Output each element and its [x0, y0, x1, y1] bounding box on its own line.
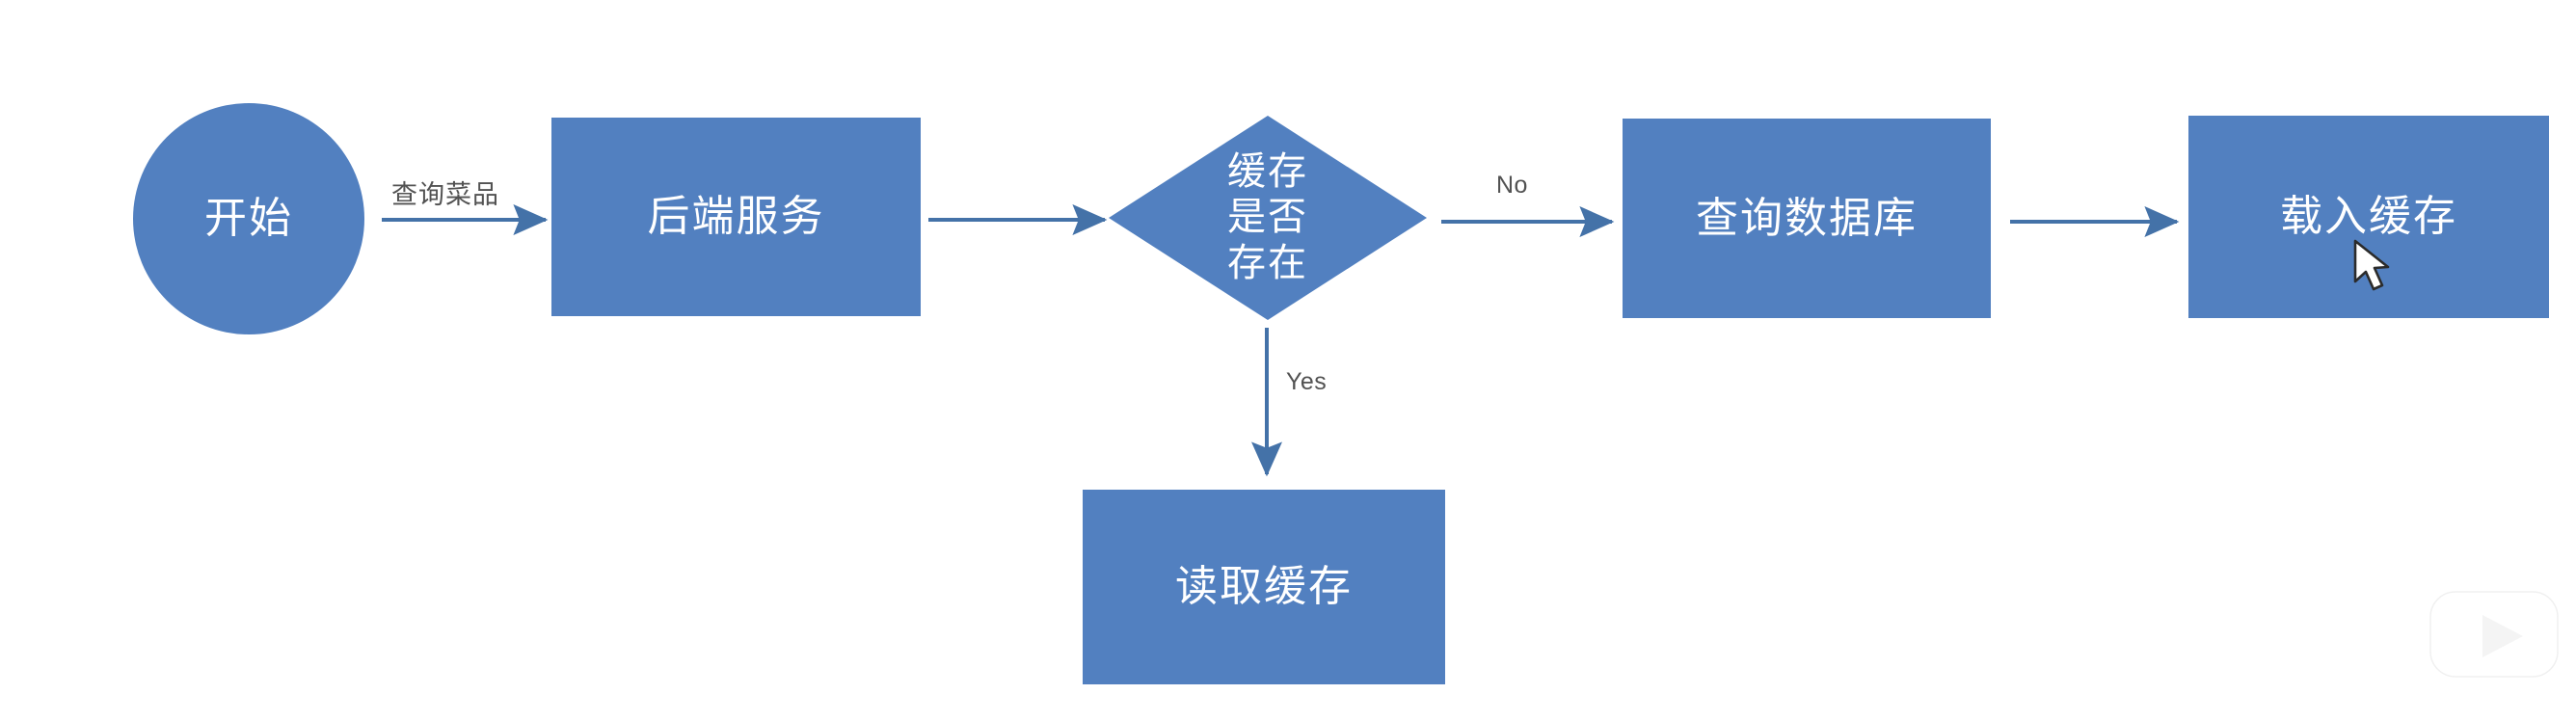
node-label-readcache: 读取缓存	[1175, 563, 1353, 611]
node-label-backend: 后端服务	[647, 193, 825, 241]
node-label-start: 开始	[204, 195, 293, 243]
edge-label-e3: No	[1496, 172, 1528, 199]
node-backend[interactable]: 后端服务	[551, 118, 921, 316]
edge-label-e5: Yes	[1286, 368, 1328, 395]
node-decision[interactable]: 缓存是否存在	[1109, 116, 1427, 320]
node-querydb[interactable]: 查询数据库	[1623, 119, 1991, 318]
bilibili-tv-logo-watermark	[2415, 551, 2569, 701]
node-readcache[interactable]: 读取缓存	[1083, 490, 1445, 684]
node-loadcache[interactable]: 载入缓存	[2188, 116, 2549, 318]
node-label-decision: 缓存是否存在	[1227, 150, 1308, 284]
node-label-loadcache: 载入缓存	[2280, 193, 2457, 241]
node-label-querydb: 查询数据库	[1696, 194, 1918, 242]
edge-label-e1: 查询菜品	[391, 180, 499, 209]
node-start[interactable]: 开始	[133, 103, 364, 334]
